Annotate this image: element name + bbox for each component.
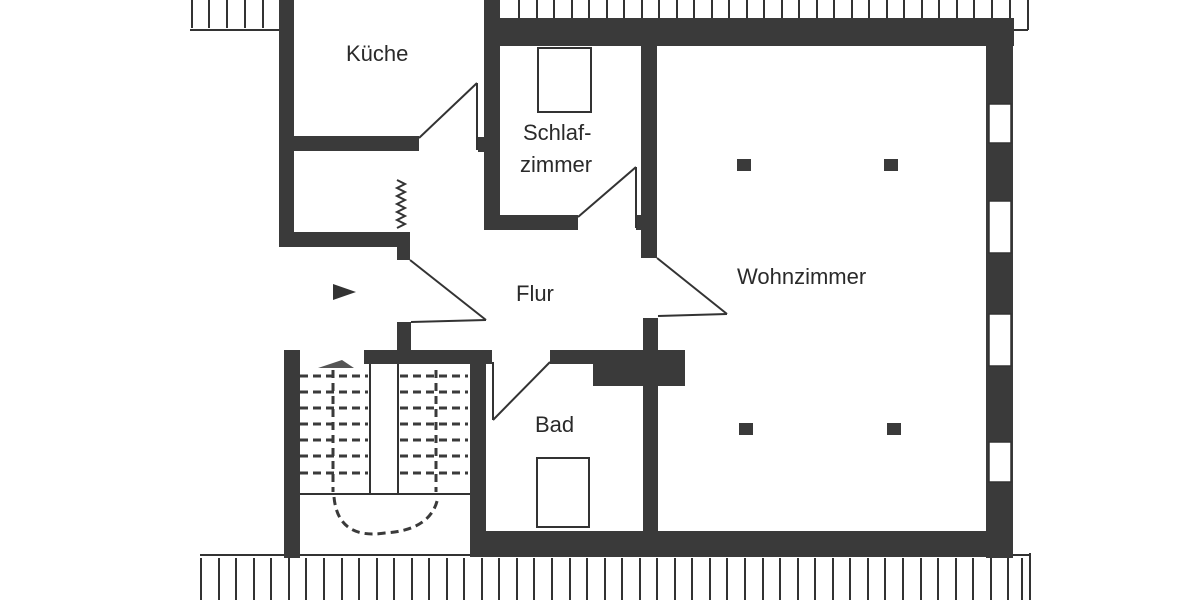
room-label-schlafzimmer-line2: zimmer [520, 152, 593, 177]
doors [409, 82, 728, 421]
columns [737, 159, 901, 435]
room-label-kueche: Küche [346, 41, 409, 66]
entrance-arrow-icon [333, 284, 356, 300]
bottom-roof-hatching [200, 553, 1031, 600]
staircase [300, 360, 470, 536]
room-label-schlafzimmer-line1: Schlaf- [523, 120, 592, 145]
room-label-bad: Bad [535, 412, 575, 437]
walls [279, 0, 1014, 558]
bad-tub [536, 457, 590, 528]
windows [988, 103, 1012, 483]
schlafzimmer-bed [537, 47, 592, 113]
radiator-symbol [394, 179, 408, 229]
top-roof-hatching [518, 0, 1029, 31]
room-label-wohnzimmer: Wohnzimmer [737, 264, 867, 289]
top-left-hatching [190, 0, 282, 31]
room-label-flur: Flur [516, 281, 554, 306]
